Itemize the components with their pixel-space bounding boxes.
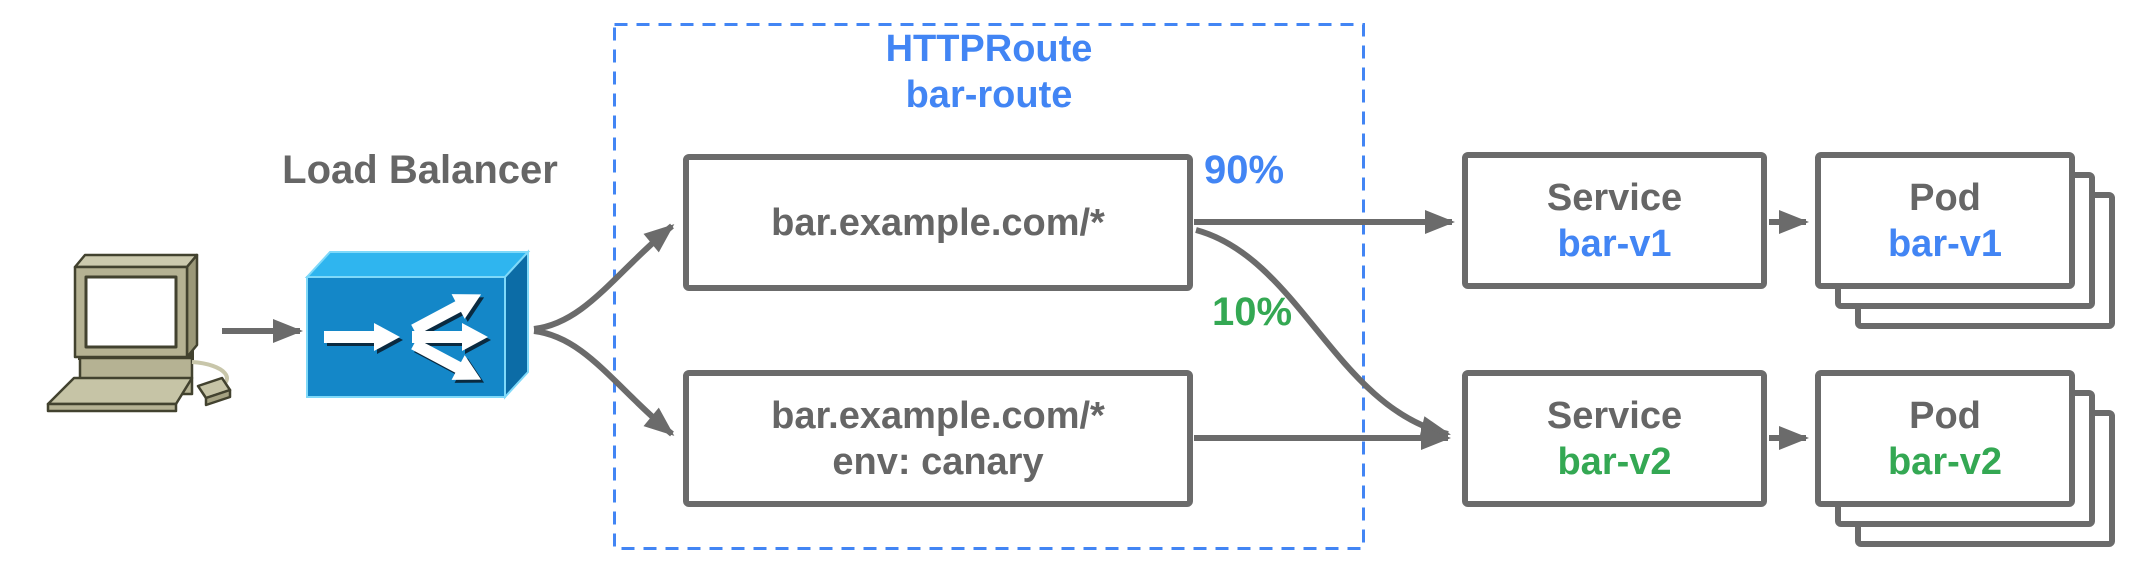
rule-1-match-label: bar.example.com/*: [771, 201, 1105, 244]
service-1-name-label: bar-v1: [1557, 222, 1672, 265]
flow-arrows: [222, 210, 1809, 450]
rule-2-header-label: env: canary: [832, 440, 1044, 483]
pod-stack-bar-v1: Pod bar-v1: [1815, 152, 2115, 330]
pod-bar-v2-box: Pod bar-v2: [1815, 370, 2075, 507]
load-balancer-icon: [304, 249, 531, 400]
pod-1-kind-label: Pod: [1909, 176, 1981, 219]
service-2-kind-label: Service: [1546, 394, 1683, 437]
load-balancer-label: Load Balancer: [282, 148, 558, 192]
weight-10-label: 10%: [1212, 290, 1293, 334]
arrow-rule1-to-service2-canary: [1195, 227, 1451, 440]
service-bar-v1-box: Service bar-v1: [1462, 152, 1767, 289]
service-1-kind-label: Service: [1546, 176, 1683, 219]
computer-icon: [46, 253, 232, 413]
pod-bar-v1-box: Pod bar-v1: [1815, 152, 2075, 289]
rule-2-match-label: bar.example.com/*: [771, 394, 1105, 437]
httproute-dashed-border: [613, 23, 1365, 550]
httproute-kind-label: HTTPRoute: [885, 28, 1093, 70]
pod-stack-bar-v2: Pod bar-v2: [1815, 370, 2115, 548]
httproute-title: HTTPRoute bar-route: [614, 26, 1364, 118]
route-rule-1-box: bar.example.com/*: [683, 154, 1193, 291]
weight-90-label: 90%: [1204, 148, 1285, 192]
service-bar-v2-box: Service bar-v2: [1462, 370, 1767, 507]
arrow-lb-to-rule2: [533, 328, 675, 437]
route-rule-2-box: bar.example.com/* env: canary: [683, 370, 1193, 507]
service-2-name-label: bar-v2: [1557, 440, 1672, 483]
httproute-name-label: bar-route: [905, 74, 1073, 116]
pod-1-name-label: bar-v1: [1887, 222, 2003, 265]
pod-2-kind-label: Pod: [1909, 394, 1981, 437]
arrow-lb-to-rule1: [533, 223, 675, 332]
pod-2-name-label: bar-v2: [1887, 440, 2003, 483]
